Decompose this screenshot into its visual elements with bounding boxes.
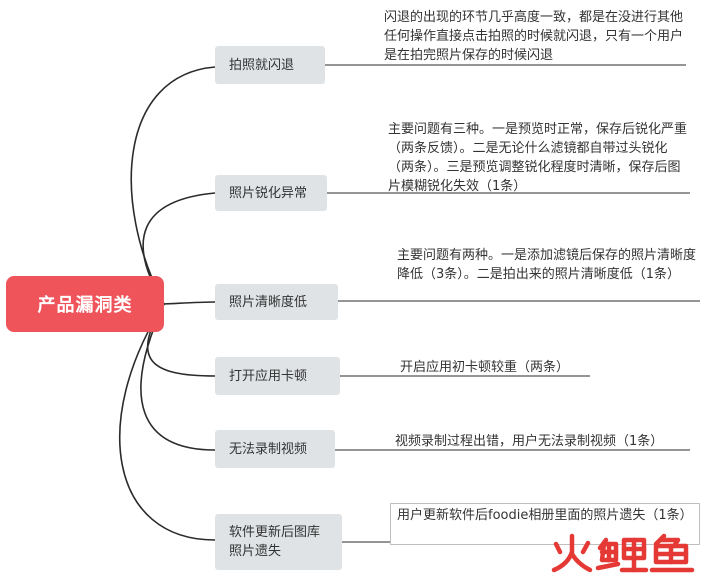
- connector-5: [140, 303, 216, 451]
- branch-node-4: 打开应用卡顿: [215, 357, 340, 395]
- watermark-logo: [551, 533, 695, 573]
- branch-label: 照片清晰度低: [229, 294, 308, 310]
- note-5: 视频录制过程出错，用户无法录制视频（1条）: [395, 434, 664, 449]
- root-node: 产品漏洞类: [6, 276, 164, 332]
- branch-label: 拍照就闪退: [229, 57, 295, 73]
- branch-node-5: 无法录制视频: [215, 430, 335, 468]
- note-2: 主要问题有三种。一是预览时正常，保存后锐化严重（两条反馈）。二是无论什么滤镜都自…: [388, 122, 688, 194]
- branch-label: 照片锐化异常: [229, 185, 308, 201]
- note-4: 开启应用初卡顿较重（两条）: [400, 360, 570, 375]
- branch-node-6: 软件更新后图库照片遗失: [215, 514, 342, 570]
- connector-3: [163, 301, 216, 305]
- note-6: 用户更新软件后foodie相册里面的照片遗失（1条）: [390, 503, 700, 545]
- branch-label: 软件更新后图库照片遗失: [229, 525, 321, 559]
- branch-node-1: 拍照就闪退: [215, 46, 325, 84]
- branch-label: 无法录制视频: [229, 441, 308, 457]
- note-1: 闪退的出现的环节几乎高度一致，都是在没进行其他任何操作直接点击拍照的时候就闪退，…: [384, 10, 684, 63]
- root-label: 产品漏洞类: [37, 295, 133, 316]
- connector-6: [118, 303, 216, 541]
- connector-1: [130, 66, 216, 305]
- branch-node-3: 照片清晰度低: [215, 284, 338, 320]
- note-3: 主要问题有两种。一是添加滤镜后保存的照片清晰度降低（3条）。二是拍出来的照片清晰…: [397, 248, 697, 282]
- branch-node-2: 照片锐化异常: [215, 175, 327, 211]
- branch-label: 打开应用卡顿: [229, 368, 308, 384]
